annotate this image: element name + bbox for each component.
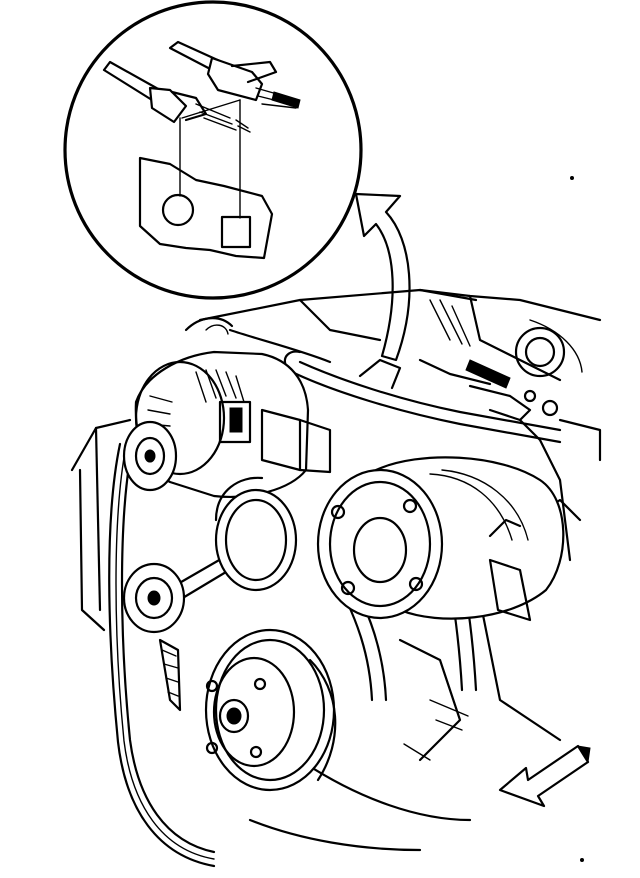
harness-connector-icon — [102, 60, 251, 133]
front-direction-arrow-icon — [498, 744, 591, 808]
pin-leader-lines — [179, 99, 241, 219]
idler-pulley-icon — [122, 420, 178, 492]
crankshaft-pulley-icon — [158, 638, 182, 712]
scan-specks — [570, 176, 584, 862]
detail-view-circle — [63, 0, 363, 300]
ac-compressor-icon — [316, 456, 565, 622]
mounting-bracket-icon — [138, 156, 274, 260]
sensor-connector-icon — [168, 40, 301, 109]
tensioner-pulley-icon — [122, 476, 298, 634]
alternator-icon — [134, 324, 332, 498]
curved-callout-arrow-icon — [354, 192, 411, 362]
water-pump-pulley-icon — [204, 628, 337, 792]
